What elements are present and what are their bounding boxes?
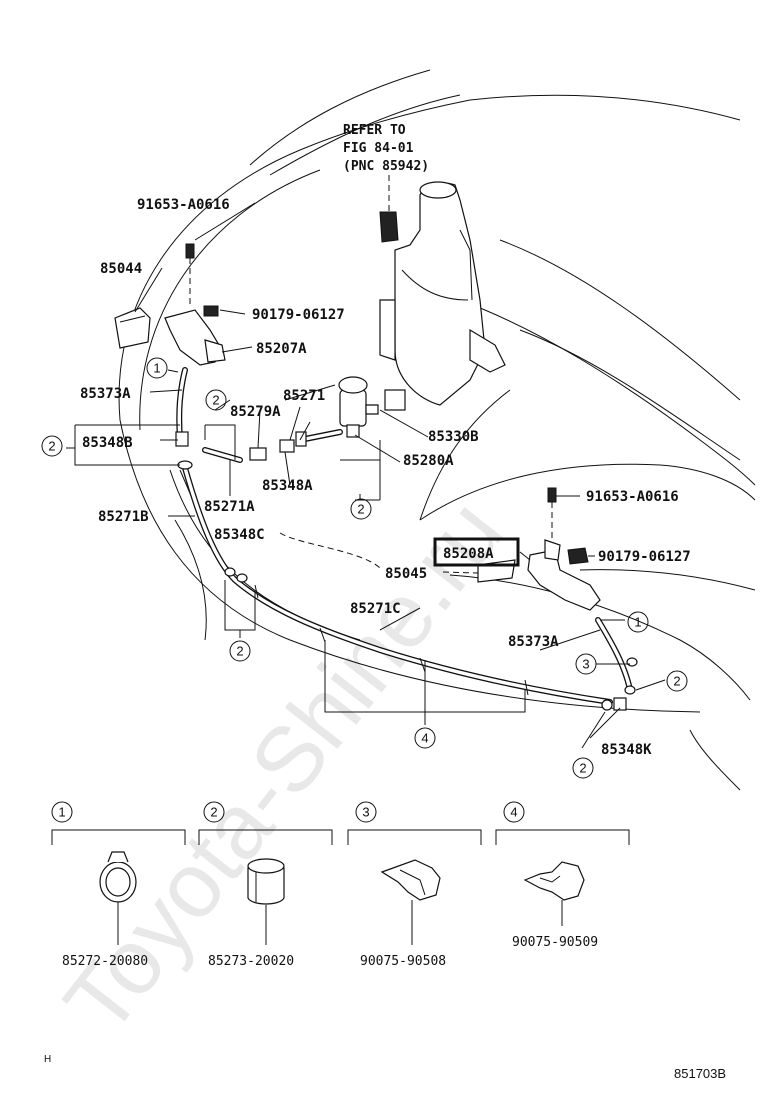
svg-text:4: 4: [421, 731, 428, 746]
callout-85271b[interactable]: 85271B: [98, 509, 149, 525]
marker-2-bottom-right: 2: [572, 757, 594, 779]
callout-85207a[interactable]: 85207A: [256, 341, 307, 357]
callout-91653-top[interactable]: 91653-A0616: [137, 197, 230, 213]
callout-85280a[interactable]: 85280A: [403, 453, 454, 469]
svg-text:2: 2: [236, 644, 243, 659]
washer-pump: [338, 376, 379, 438]
legend-item-2[interactable]: 2 85273-20020: [198, 801, 333, 969]
legend-item-3-number: 3: [362, 805, 369, 820]
marker-4-lower: 4: [414, 727, 436, 749]
refer-note-line-1: REFER TO: [343, 123, 406, 138]
svg-text:2: 2: [673, 674, 680, 689]
svg-text:2: 2: [579, 761, 586, 776]
callout-85373a-left[interactable]: 85373A: [80, 386, 131, 402]
washer-hoses: [175, 367, 638, 711]
marker-2-right: 2: [666, 670, 688, 692]
callout-85271a[interactable]: 85271A: [204, 499, 255, 515]
legend-part-85272: 85272-20080: [62, 954, 148, 969]
svg-text:2: 2: [212, 393, 219, 408]
callout-85348c[interactable]: 85348C: [214, 527, 265, 543]
callout-85208a[interactable]: 85208A: [443, 546, 494, 562]
circle-markers: 1 2 2 2 2 4 1 3 2 2: [41, 357, 688, 779]
callout-91653-right[interactable]: 91653-A0616: [586, 489, 679, 505]
svg-text:1: 1: [153, 361, 160, 376]
marker-1-left: 1: [146, 357, 168, 379]
marker-2-tie: 2: [205, 389, 227, 411]
washer-tank: [379, 175, 506, 411]
part-callouts: 91653-A0616 85044 90179-06127 85207A 853…: [80, 197, 691, 758]
legend-item-2-number: 2: [210, 805, 217, 820]
highlight-box-85208a: [433, 537, 520, 567]
callout-85044[interactable]: 85044: [100, 261, 142, 277]
legend-item-4[interactable]: 4 90075-90509: [495, 801, 630, 950]
callout-85271c[interactable]: 85271C: [350, 601, 401, 617]
svg-text:1: 1: [634, 615, 641, 630]
svg-text:2: 2: [357, 502, 364, 517]
callout-85348k[interactable]: 85348K: [601, 742, 652, 758]
callout-85330b[interactable]: 85330B: [428, 429, 479, 445]
callout-90179-top[interactable]: 90179-06127: [252, 307, 345, 323]
marker-1-right: 1: [627, 611, 649, 633]
clip-90075-90509-icon: [523, 861, 585, 926]
refer-note-line-2: FIG 84-01: [343, 141, 414, 156]
leader-lines: [66, 202, 666, 749]
left-nozzle-assembly: [114, 243, 226, 366]
svg-text:3: 3: [582, 657, 589, 672]
marker-2-lower: 2: [229, 640, 251, 662]
marker-3-right: 3: [575, 653, 597, 675]
marker-2-left: 2: [41, 435, 63, 457]
callout-85045[interactable]: 85045: [385, 566, 427, 582]
legend-item-1[interactable]: 1 85272-20080: [51, 801, 186, 969]
clip-85273-icon: [247, 858, 285, 945]
callout-85348a[interactable]: 85348A: [262, 478, 313, 494]
legend-part-85273: 85273-20020: [208, 954, 294, 969]
callout-85271[interactable]: 85271: [283, 388, 325, 404]
callout-90179-right[interactable]: 90179-06127: [598, 549, 691, 565]
callout-85279a[interactable]: 85279A: [230, 404, 281, 420]
clip-legend: 1 85272-20080 2 85273-20020: [51, 801, 630, 969]
callout-85348b[interactable]: 85348B: [82, 435, 133, 451]
legend-item-1-number: 1: [58, 805, 65, 820]
marker-2-center: 2: [350, 498, 372, 520]
clip-90075-90508-icon: [380, 859, 441, 945]
refer-note: REFER TO FIG 84-01 (PNC 85942): [343, 123, 429, 174]
footer-mark: H: [44, 1054, 51, 1065]
figure-code: 851703B: [674, 1066, 726, 1081]
legend-part-90508: 90075-90508: [360, 954, 446, 969]
clip-85272-icon: [99, 851, 137, 945]
refer-note-line-3: (PNC 85942): [343, 159, 429, 174]
callout-85373a-right[interactable]: 85373A: [508, 634, 559, 650]
svg-text:2: 2: [48, 439, 55, 454]
legend-part-90509: 90075-90509: [512, 935, 598, 950]
vehicle-body-outline: [118, 69, 756, 791]
legend-item-3[interactable]: 3 90075-90508: [347, 801, 482, 969]
legend-item-4-number: 4: [510, 805, 517, 820]
